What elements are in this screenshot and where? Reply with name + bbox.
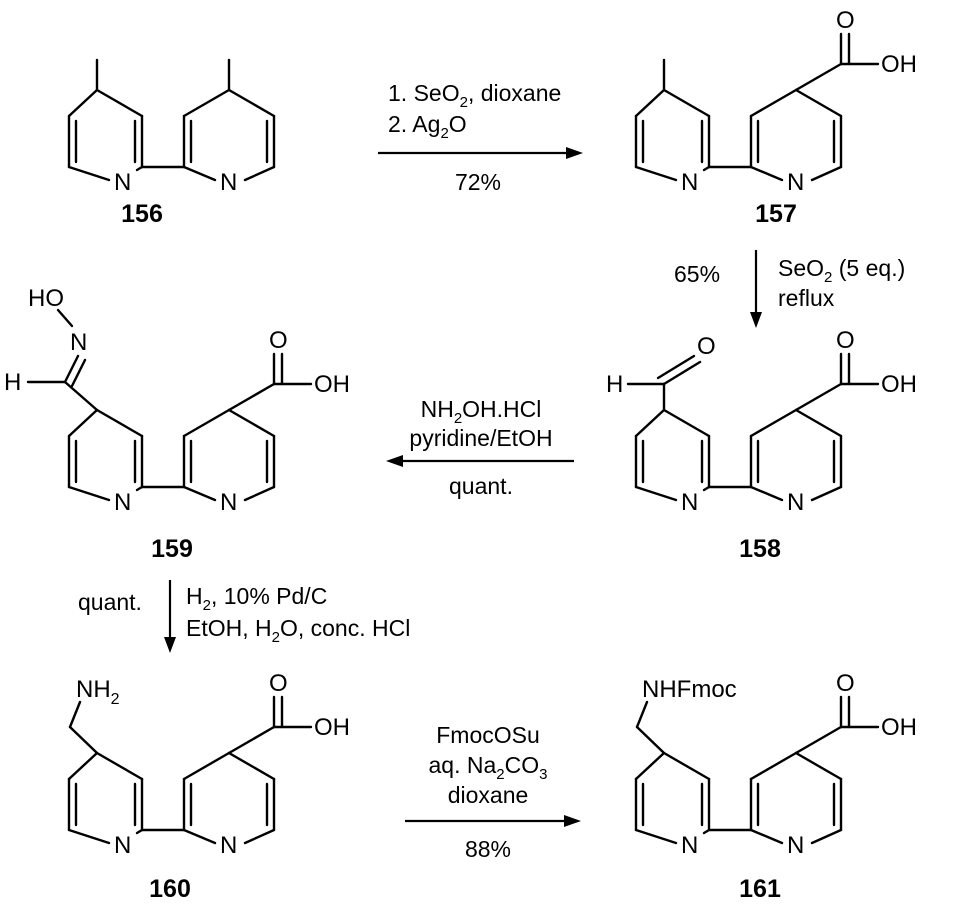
atom-o: O [269, 670, 288, 697]
compound-label-158: 158 [739, 535, 781, 563]
atom-oh: OH [881, 51, 917, 78]
atom-n: N [220, 489, 237, 516]
yield-label: 65% [674, 261, 720, 287]
atom-h: H [4, 369, 21, 396]
atom-h: H [606, 371, 623, 398]
atom-n: N [787, 832, 804, 859]
atom-oh: OH [881, 714, 917, 741]
compound-label-156: 156 [121, 200, 163, 228]
atom-oh: OH [881, 371, 917, 398]
reagent-line: 2. Ag2O [388, 111, 467, 142]
reagent-line: dioxane [448, 782, 529, 808]
reagent-line: pyridine/EtOH [409, 425, 552, 451]
molecule-161: NHFmoc N N O OH [634, 670, 917, 859]
atom-o: O [697, 333, 716, 360]
atom-n: N [114, 489, 131, 516]
atom-o: O [836, 327, 855, 354]
compound-label-161: 161 [739, 875, 781, 903]
atom-n: N [114, 832, 131, 859]
atom-nhfmoc: NHFmoc [642, 676, 737, 703]
reagent-line: aq. Na2CO3 [429, 752, 548, 783]
yield-label: quant. [78, 589, 142, 615]
reagent-line: reflux [778, 285, 835, 311]
atom-o: O [836, 670, 855, 697]
molecule-160: NH2 N N O OH [67, 670, 350, 859]
atom-n: N [114, 169, 131, 196]
reagent-line: H2, 10% Pd/C [186, 583, 327, 614]
reaction-arrow-4 [164, 580, 176, 653]
reagent-line: FmocOSu [436, 722, 540, 748]
compound-label-160: 160 [149, 875, 191, 903]
reagent-line: EtOH, H2O, conc. HCl [186, 615, 410, 646]
atom-oh: OH [314, 371, 350, 398]
atom-n: N [787, 489, 804, 516]
atom-n: N [220, 169, 237, 196]
molecule-159: HO N H N N O OH [4, 285, 350, 516]
atom-n: N [220, 832, 237, 859]
molecule-156: N N [67, 58, 276, 196]
reaction-arrow-3 [386, 455, 574, 467]
atom-n: N [681, 832, 698, 859]
atom-o: O [836, 7, 855, 34]
molecule-158: H O N N O OH [606, 327, 917, 516]
atom-n: N [681, 489, 698, 516]
reagent-line: 1. SeO2, dioxane [388, 80, 561, 111]
atom-n: N [681, 169, 698, 196]
yield-label: 88% [465, 836, 511, 862]
atom-nh2: NH2 [76, 676, 120, 708]
reaction-arrow-2 [750, 250, 762, 328]
compound-label-157: 157 [755, 200, 797, 228]
yield-label: 72% [455, 169, 501, 195]
atom-oh: OH [314, 714, 350, 741]
reagent-line: NH2OH.HCl [421, 396, 542, 427]
atom-o: O [269, 327, 288, 354]
reaction-arrow-1 [378, 147, 583, 159]
reagent-line: SeO2 (5 eq.) [778, 255, 905, 286]
molecule-157: N N O OH [634, 7, 917, 196]
atom-n: N [70, 329, 87, 356]
yield-label: quant. [449, 473, 513, 499]
reaction-arrow-5 [405, 815, 581, 827]
compound-label-159: 159 [151, 535, 193, 563]
atom-n: N [787, 169, 804, 196]
atom-ho: HO [28, 285, 64, 312]
